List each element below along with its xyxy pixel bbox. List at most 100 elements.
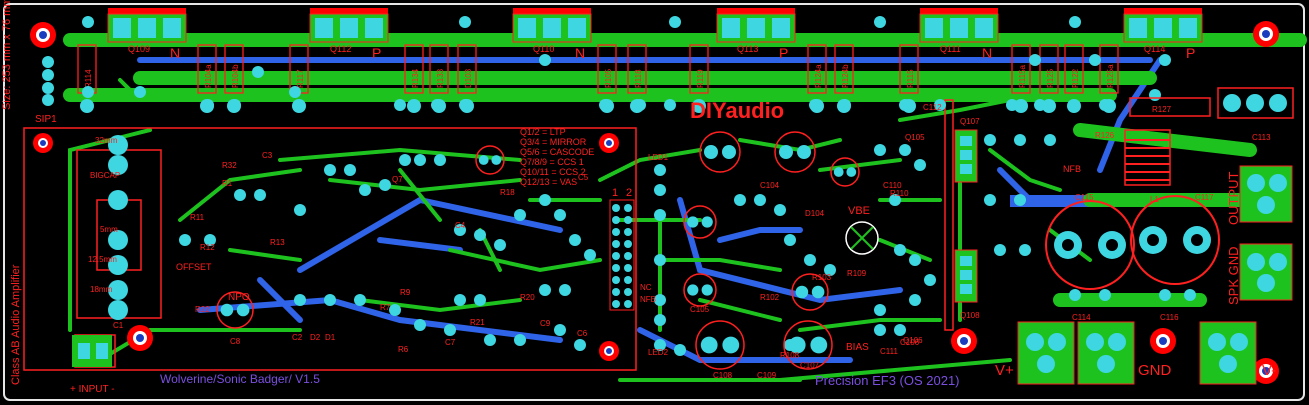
pad — [889, 194, 901, 206]
pad — [554, 209, 566, 221]
pad — [674, 344, 686, 356]
pad — [804, 254, 816, 266]
pad — [454, 294, 466, 306]
component-ref: C114 — [1072, 313, 1091, 322]
resistor-ref: R104a — [204, 64, 213, 88]
pad — [294, 294, 306, 306]
pad — [134, 86, 146, 98]
pad — [1014, 134, 1026, 146]
pad — [584, 249, 596, 261]
mounting-hole — [1253, 21, 1279, 47]
note-vas: Q12/13 = VAS — [520, 177, 577, 187]
component-ref: LED2 — [648, 348, 669, 357]
pad — [634, 99, 646, 111]
pad — [539, 54, 551, 66]
terminal-gnd — [1077, 321, 1135, 385]
resistor-ref: R115 — [906, 69, 915, 88]
pad — [574, 339, 586, 351]
pad — [654, 339, 666, 351]
pad — [252, 66, 264, 78]
transistor-type: N — [170, 45, 180, 61]
resistor-ref: R125 — [1046, 68, 1055, 88]
pad — [474, 294, 486, 306]
pad — [82, 86, 94, 98]
pad — [839, 99, 851, 111]
dim-5mm: 5mm — [100, 225, 118, 234]
pad — [42, 69, 54, 81]
pad — [894, 324, 906, 336]
component-ref: R12 — [200, 243, 215, 252]
input-label: + INPUT - — [70, 384, 115, 395]
pad — [934, 99, 946, 111]
electrolytic-capacitor — [216, 291, 254, 329]
power-components — [1045, 87, 1294, 290]
pad — [414, 319, 426, 331]
pad — [379, 179, 391, 191]
board-side-label: Class AB Audio Amplifier — [10, 264, 22, 385]
pad — [1034, 99, 1046, 111]
resistor-ref: R117 — [296, 69, 305, 88]
label-vplus: V+ — [995, 362, 1014, 379]
pad — [654, 314, 666, 326]
component-ref: C8 — [230, 337, 241, 346]
resistor-ref: R105 — [604, 68, 613, 88]
mounting-hole — [1150, 328, 1176, 354]
mounting-hole — [30, 22, 56, 48]
component-ref: R32 — [222, 161, 237, 170]
label-vminus: V- — [1262, 362, 1276, 379]
pad — [664, 99, 676, 111]
component-ref: R20 — [520, 293, 535, 302]
npo-label: NPO — [228, 292, 250, 303]
dim-32mm: 32mm — [95, 136, 118, 145]
pad — [1029, 54, 1041, 66]
pad — [909, 254, 921, 266]
inductor-l1 — [1124, 129, 1171, 186]
transistor-type: N — [575, 45, 585, 61]
header-label-nfb: NFB — [640, 295, 656, 304]
transistor-ref: Q114 — [1144, 44, 1165, 54]
component-ref: R11 — [190, 213, 205, 222]
pad — [1159, 289, 1171, 301]
component-ref: D1 — [325, 333, 336, 342]
product-label: Precision EF3 (OS 2021) — [815, 373, 960, 388]
resistor-ref: R114 — [84, 69, 93, 88]
component-ref: C1 — [113, 321, 124, 330]
component-ref: C108 — [713, 371, 733, 380]
component-ref: C113 — [1252, 133, 1271, 142]
pad — [894, 244, 906, 256]
pad — [324, 294, 336, 306]
pad — [359, 184, 371, 196]
component-ref: R127 — [1152, 105, 1172, 114]
pad — [654, 209, 666, 221]
note-mirror: Q3/4 = MIRROR — [520, 137, 587, 147]
mounting-hole — [951, 328, 977, 354]
silkscreen-text: Size: 253 mm x 76 mm Class AB Audio Ampl… — [1, 0, 1276, 395]
pad — [874, 144, 886, 156]
pad — [444, 324, 456, 336]
pad — [234, 189, 246, 201]
header-label-nc: NC — [640, 283, 652, 292]
nfb-label: NFB — [1063, 164, 1081, 174]
vbe-sensor — [845, 221, 879, 255]
resistor-ref: R134 — [411, 68, 420, 88]
pad — [414, 154, 426, 166]
pad — [874, 16, 886, 28]
label-gnd: GND — [1138, 362, 1172, 379]
pad — [399, 154, 411, 166]
pad — [1159, 54, 1171, 66]
pad — [599, 99, 611, 111]
electrolytic-capacitor — [791, 273, 829, 311]
note-ccs1: Q7/8/9 = CCS 1 — [520, 157, 584, 167]
vbe-label: VBE — [848, 205, 870, 217]
mounting-hole — [33, 133, 53, 153]
pad — [484, 334, 496, 346]
label-spk-gnd: SPK GND — [1226, 246, 1241, 305]
component-ref: R110 — [890, 189, 909, 198]
component-ref: C115 — [1075, 193, 1094, 202]
pad — [774, 204, 786, 216]
